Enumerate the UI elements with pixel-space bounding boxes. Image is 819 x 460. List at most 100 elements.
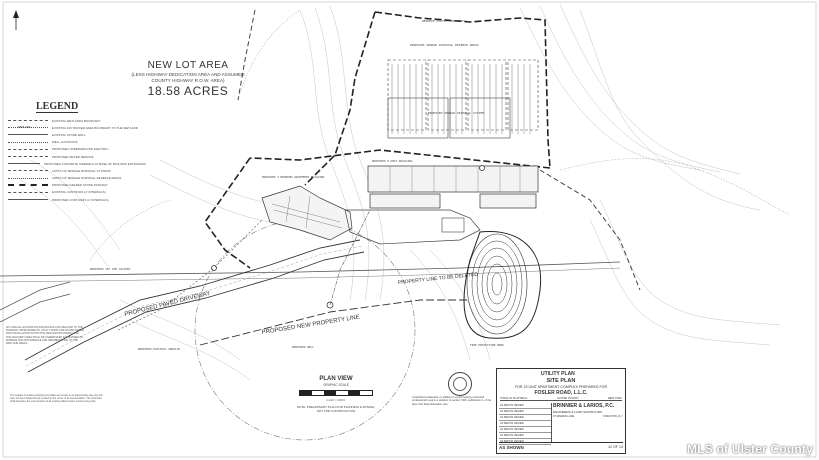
revision-row: AS PER P.B. REVIEW	[499, 415, 551, 421]
legend-item: LIMITS OF SEWAGE DISPOSAL SYSTEMS	[8, 167, 146, 174]
license-note: Unauthorized alteration or addition to a…	[412, 396, 491, 406]
legend-item: WELL LOCATIONS	[8, 139, 146, 146]
legend-item: EXISTING CONTOURS (2' INTERVALS)	[8, 189, 146, 196]
title-scale: AS SHOWN	[499, 444, 524, 450]
pond-outline	[463, 231, 542, 339]
sewage-reserve-label: PROPOSED SEWAGE DISPOSAL RESERVE AREAS	[410, 43, 479, 47]
existing-contours	[19, 3, 781, 381]
professional-seal-icon	[448, 372, 472, 396]
legend-line-symbol	[8, 191, 48, 193]
building-a-label: PROPOSED 3 BEDROOM APARTMENT BUILDING	[262, 175, 325, 179]
new-lot-acres: 18.58 ACRES	[147, 84, 229, 99]
legend-item: PROPOSED GRADED STONE PATHWAY	[8, 182, 146, 189]
legend-item-text: EXISTING 100' BUFFER AREA BOUNDARY TO TH…	[52, 125, 138, 130]
well-label: PROPOSED WELL	[292, 345, 314, 349]
new-lot-sub2: COUNTY HIGHWAY R.O.W. AREA)	[151, 77, 225, 83]
legend-item: PROPOSED CONTOURS (2' INTERVALS)	[8, 196, 146, 203]
legend-line-symbol	[8, 163, 41, 165]
title-location: TOWN OF PLATTEKILL ULSTER COUNTY NEW YOR…	[500, 397, 622, 401]
legend-line-symbol	[8, 120, 48, 122]
west-boundary	[237, 9, 256, 101]
plan-note: NOTE: PRELIMINARY PLAN FOR PLANNING & ZO…	[296, 405, 376, 413]
new-lot-title: NEW LOT AREA	[147, 60, 229, 71]
county-highway-edge-2	[0, 293, 71, 323]
existing-property-line	[0, 261, 621, 277]
electric-service	[117, 219, 263, 331]
title-for-line: FOR 15 UNIT APARTMENT COMPLEX PREPARED F…	[514, 385, 608, 389]
legend-item: PROPOSED CONCRETE SIDEWALK AT BASE OF BU…	[8, 160, 146, 167]
legend-item: PROPOSED WATER SERVICE	[8, 153, 146, 160]
building-a-detail	[271, 195, 343, 229]
graphic-scale-bar	[299, 390, 373, 396]
legend-item-text: PROPOSED GRADED STONE PATHWAY	[52, 183, 108, 188]
revision-row: AS PER P.B. REVIEW	[499, 439, 551, 445]
legend-item-text: LIMITS OF SEWAGE DISPOSAL SYSTEMS	[52, 168, 111, 173]
new-property-line	[199, 299, 470, 346]
fire-protection-pond	[466, 233, 528, 335]
well-symbols	[211, 165, 485, 309]
title-block: UTILITY PLAN SITE PLAN FOR 15 UNIT APART…	[496, 368, 626, 454]
legend-item-text: WELL LOCATIONS	[52, 140, 78, 145]
property-line-deleted-label: PROPERTY LINE TO BE DELETED	[398, 272, 479, 286]
tree-line	[89, 9, 791, 261]
title-state: NEW YORK	[607, 397, 622, 400]
title-addr-city: KINGSTON, N.Y.	[603, 415, 623, 418]
paved-driveway-edge-north	[24, 239, 361, 361]
building-a	[261, 185, 353, 241]
legend-line-symbol	[8, 148, 48, 150]
plan-view-block: PLAN VIEW GRAPHIC SCALE 1 inch = 100 ft.…	[296, 376, 376, 413]
legend-item: LIMITS OF SEWAGE DISPOSAL RESERVE AREAS	[8, 175, 146, 182]
legend-title: LEGEND	[36, 101, 79, 113]
mls-watermark: MLS of Ulster County	[687, 442, 813, 456]
revision-row: AS PER P.B. REVIEW	[499, 433, 551, 439]
east-boundary	[539, 169, 641, 291]
revision-row: AS PER P.B. REVIEW	[499, 421, 551, 427]
graphic-scale-label: GRAPHIC SCALE	[323, 383, 349, 387]
legend-item-text: PROPOSED WATER SERVICE	[52, 154, 94, 159]
legend-line-symbol	[8, 141, 48, 143]
title-firm-sub: ENGINEERS & LAND SURVEYORS	[553, 410, 602, 414]
electric-label: PROPOSED ELECTRIC SERVICE	[138, 347, 180, 351]
legend-line-symbol	[8, 170, 48, 172]
county-highway-edge	[0, 281, 71, 311]
revision-table: AS PER P.B. REVIEW AS PER P.B. REVIEW AS…	[499, 403, 552, 445]
reserve-top-label: RESERVE SYSTEM FOR UNITS	[422, 19, 466, 23]
legend-line-symbol	[8, 134, 48, 136]
legend-item-text: PROPOSED CONCRETE SIDEWALK AT BASE OF BU…	[44, 161, 146, 166]
title-footer: AS SHOWN 12 OF 14	[499, 442, 623, 451]
title-utility-plan: UTILITY PLAN	[541, 371, 575, 377]
revision-row: AS PER P.B. REVIEW	[499, 427, 551, 433]
revision-row: AS PER P.B. REVIEW	[499, 403, 551, 409]
paved-driveway-edge-south	[27, 251, 365, 373]
legend-item: EXISTING WETLANDS BOUNDARY	[8, 117, 146, 124]
excavation-note: ANY AND ALL EXCAVATION AND BACKFILLING R…	[6, 326, 84, 346]
legend-item-text: EXISTING CONTOURS (2' INTERVALS)	[52, 190, 106, 195]
sewage-disposal-fields	[387, 59, 539, 139]
legend-item-text: LIMITS OF SEWAGE DISPOSAL RESERVE AREAS	[52, 176, 122, 181]
culvert-label: PROPOSED 18" CMP CULVERT	[90, 267, 131, 271]
utility-note: The location of existing underground uti…	[10, 394, 103, 403]
north-arrow-icon	[13, 10, 19, 30]
legend-line-symbol	[8, 127, 48, 129]
legend-item: PROPOSED UNDERGROUND ELECTRIC	[8, 146, 146, 153]
title-firm: BRINNIER & LARIOS, P.C.	[553, 403, 615, 409]
plan-view-title: PLAN VIEW	[319, 376, 353, 382]
revision-row: AS PER P.B. REVIEW	[499, 409, 551, 415]
sewage-laterals	[391, 64, 531, 134]
legend-line-symbol	[8, 199, 48, 201]
sewage-primary-label: PROPOSED SEWAGE DISPOSAL SYSTEM	[428, 111, 484, 115]
legend-item-text: EXISTING STONE WALL	[52, 132, 86, 137]
title-site-plan: SITE PLAN	[546, 378, 576, 384]
title-client: FOSLER ROAD, L.L.C.	[534, 390, 588, 396]
legend-item-text: PROPOSED UNDERGROUND ELECTRIC	[52, 147, 109, 152]
legend-item-text: EXISTING WETLANDS BOUNDARY	[52, 118, 101, 123]
building-b	[367, 165, 539, 209]
parking-island	[441, 217, 465, 233]
new-lot-area-callout: NEW LOT AREA (LESS HIGHWAY DEDICATION AR…	[108, 60, 268, 98]
title-town: TOWN OF PLATTEKILL	[500, 397, 528, 400]
lot-boundary	[204, 11, 551, 269]
legend-line-symbol	[8, 156, 48, 158]
scale-text: 1 inch = 100 ft.	[326, 398, 346, 402]
legend-item: EXISTING STONE WALL	[8, 131, 146, 138]
